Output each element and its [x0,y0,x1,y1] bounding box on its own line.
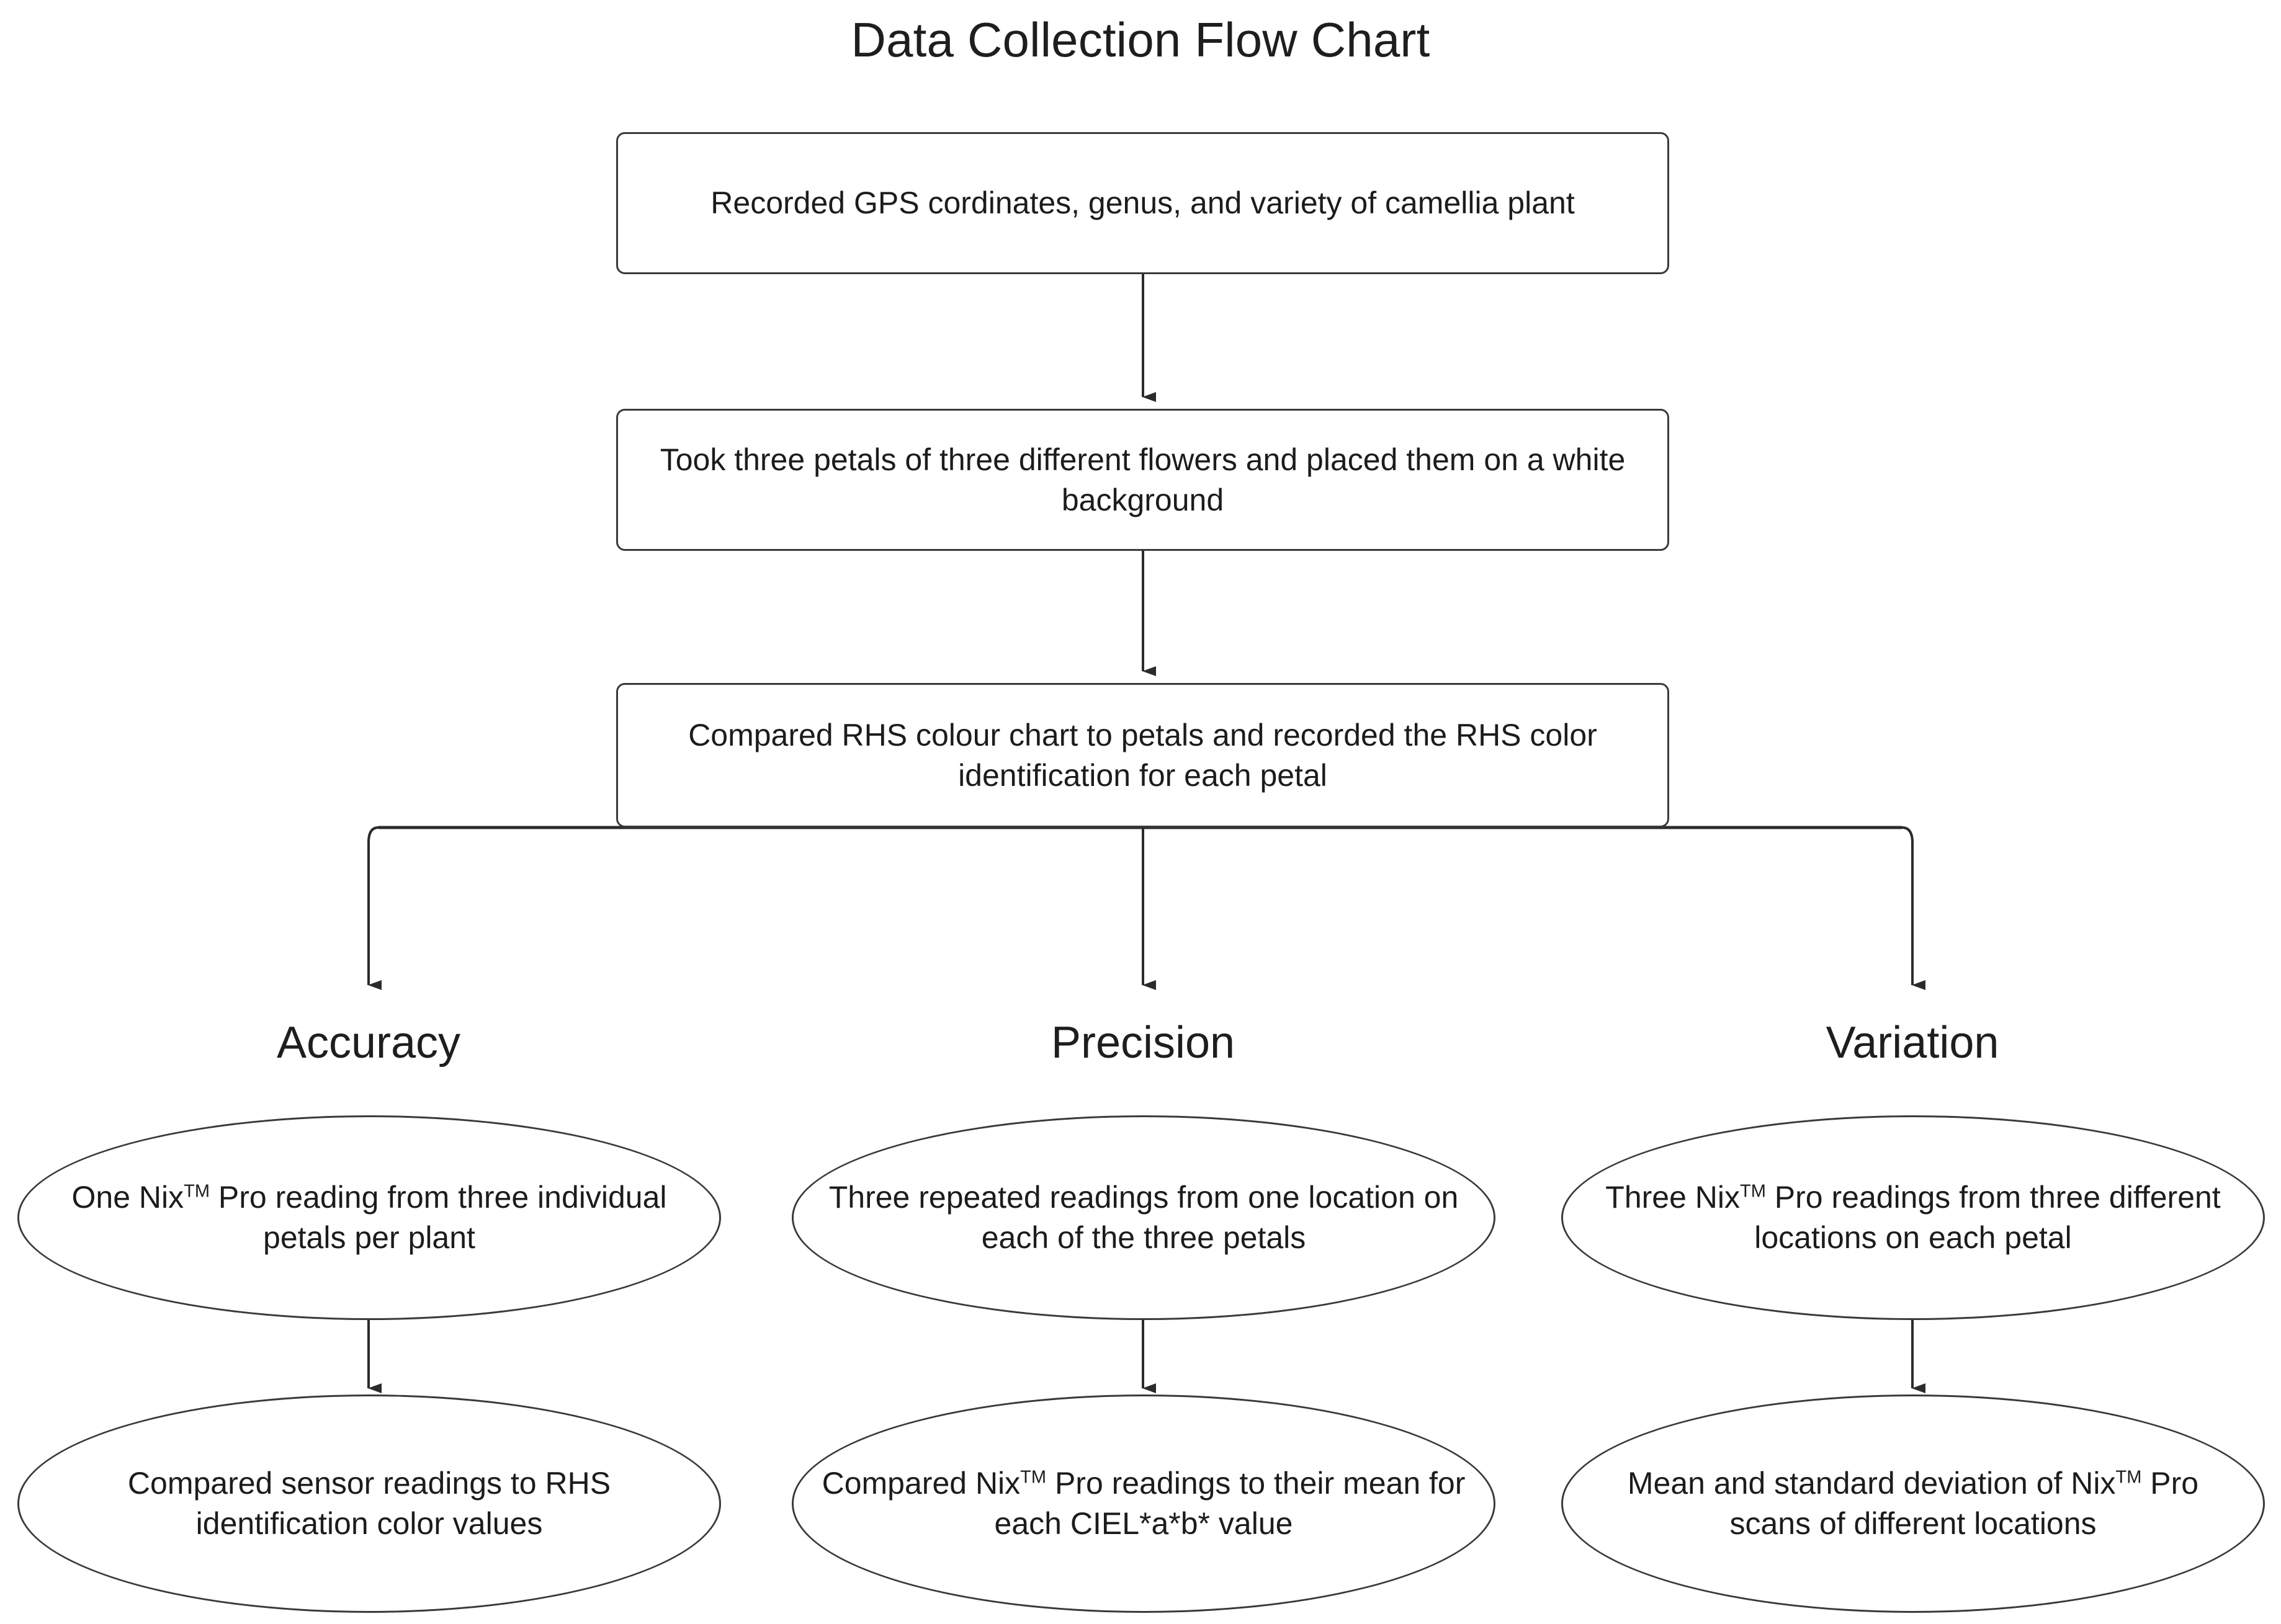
step-box-2-label: Took three petals of three different flo… [660,442,1626,517]
variation-node-2-label: Mean and standard deviation of NixTM Pro… [1627,1466,2199,1541]
step-box-2[interactable]: Took three petals of three different flo… [616,409,1669,551]
precision-node-1[interactable]: Three repeated readings from one locatio… [792,1115,1495,1320]
branch-label-precision-text: Precision [1051,1018,1235,1068]
variation-node-2[interactable]: Mean and standard deviation of NixTM Pro… [1561,1394,2265,1613]
trademark-superscript: TM [184,1181,210,1202]
accuracy-node-2-label: Compared sensor readings to RHS identifi… [127,1466,611,1541]
step-box-1-label: Recorded GPS cordinates, genus, and vari… [710,185,1575,220]
step-box-3[interactable]: Compared RHS colour chart to petals and … [616,683,1669,828]
edge-bus-variation [1901,826,1925,990]
trademark-superscript: TM [2115,1467,2142,1488]
accuracy-node-1-label: One NixTM Pro reading from three individ… [71,1180,667,1255]
branch-label-accuracy-text: Accuracy [276,1018,461,1068]
step-box-1[interactable]: Recorded GPS cordinates, genus, and vari… [616,132,1669,274]
trademark-superscript: TM [1020,1467,1047,1488]
precision-node-2[interactable]: Compared NixTM Pro readings to their mea… [792,1394,1495,1613]
branch-label-accuracy: Accuracy [182,1020,555,1065]
precision-node-1-label: Three repeated readings from one locatio… [828,1180,1459,1255]
precision-node-2-label: Compared NixTM Pro readings to their mea… [822,1466,1466,1541]
trademark-superscript: TM [1740,1181,1766,1202]
page-title: Data Collection Flow Chart [851,12,1430,67]
step-box-3-label: Compared RHS colour chart to petals and … [688,717,1597,793]
branch-label-variation-text: Variation [1826,1018,1999,1068]
edge-bus-accuracy [367,826,382,990]
variation-node-1-label: Three NixTM Pro readings from three diff… [1605,1180,2221,1255]
branch-label-precision: Precision [957,1020,1329,1065]
accuracy-node-2[interactable]: Compared sensor readings to RHS identifi… [17,1394,721,1613]
branch-label-variation: Variation [1726,1020,2099,1065]
accuracy-node-1[interactable]: One NixTM Pro reading from three individ… [17,1115,721,1320]
variation-node-1[interactable]: Three NixTM Pro readings from three diff… [1561,1115,2265,1320]
